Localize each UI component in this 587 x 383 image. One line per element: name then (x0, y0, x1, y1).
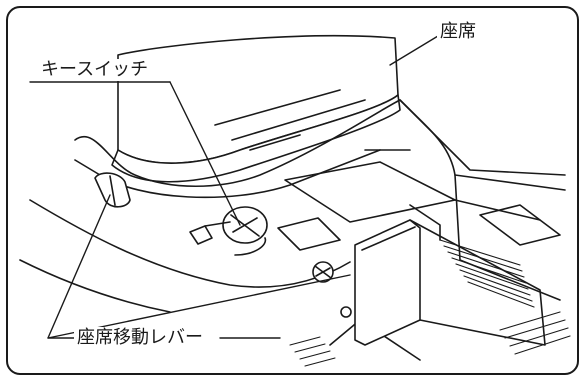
key-switch-label: キースイッチ (38, 59, 152, 81)
lever-handle (94, 172, 131, 208)
seat-lever-label: 座席移動レバー (74, 327, 206, 349)
adjust-knob (312, 261, 352, 318)
seat-label: 座席 (437, 21, 479, 43)
floor-panels (277, 161, 561, 251)
hatching (289, 239, 571, 367)
seat-cushion (111, 34, 401, 183)
key-switch (189, 206, 268, 256)
